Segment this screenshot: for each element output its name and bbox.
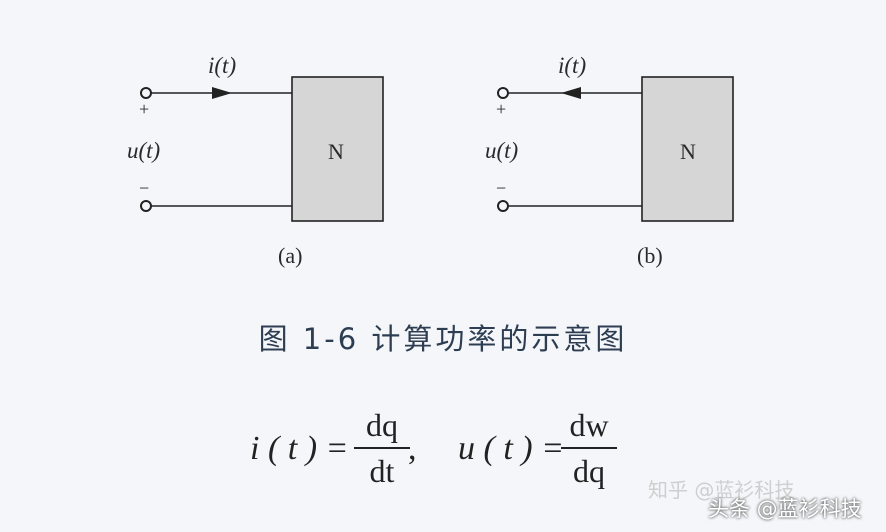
sub-label-a: (a) [278,243,302,268]
box-label-b: N [680,139,696,164]
box-label-a: N [328,139,344,164]
fraction-bar [561,447,617,449]
diagram-a: i(t) + u(t) − N (a) [127,53,384,268]
fraction-dw-dq: dw dq [557,405,621,491]
voltage-label-a: u(t) [127,138,160,163]
current-arrow-b [561,87,581,99]
fraction-dq-dt-denominator: dt [369,453,395,489]
formula-row: i ( t ) = dq dt , u ( t ) = dw dq [0,405,886,505]
fraction-dq-dt-numerator: dq [366,407,398,443]
fraction-bar [354,447,410,449]
plus-sign-b: + [496,99,506,119]
minus-sign-b: − [496,178,506,198]
formula-separator: , [408,430,417,467]
fraction-dw-dq-numerator: dw [569,407,609,443]
terminal-top-a [140,87,152,99]
current-label-b: i(t) [558,53,586,78]
fraction-dw-dq-denominator: dq [573,453,605,489]
diagram-b: i(t) + u(t) − N (b) [485,53,734,268]
fraction-dq-dt: dq dt [350,405,414,491]
network-box-b [641,76,734,222]
formula-lhs-voltage: u ( t ) = [458,430,565,467]
plus-sign-a: + [139,99,149,119]
terminal-bottom-a [140,200,152,212]
toutiao-watermark: 头条 @蓝衫科技 [708,497,862,521]
terminal-top-b [497,87,509,99]
current-arrow-a [212,87,232,99]
formula-lhs-current: i ( t ) = [250,430,349,467]
zhihu-watermark: 知乎 @蓝衫科技 [648,478,795,502]
minus-sign-a: − [139,178,149,198]
sub-label-b: (b) [637,243,663,268]
figure-caption: 图 1-6 计算功率的示意图 [258,322,628,356]
network-box-a [291,76,384,222]
terminal-bottom-b [497,200,509,212]
current-label-a: i(t) [208,53,236,78]
voltage-label-b: u(t) [485,138,518,163]
